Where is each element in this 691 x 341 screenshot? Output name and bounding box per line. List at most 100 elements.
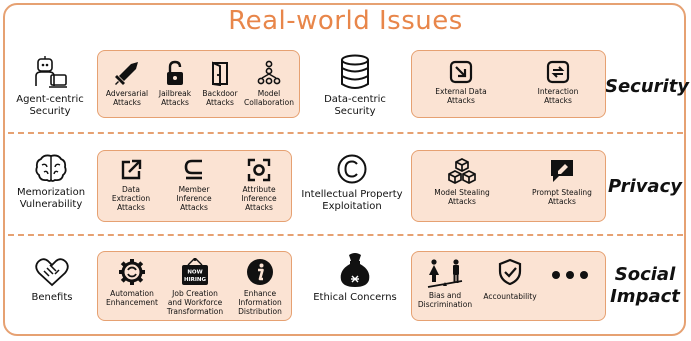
outer-frame xyxy=(3,3,686,336)
enhance-label-2: Information xyxy=(238,298,282,307)
ethical-concerns: Ethical Concerns xyxy=(312,252,398,304)
brain-icon xyxy=(34,153,68,183)
member-inference-attacks: Member Inference Attacks xyxy=(166,158,222,212)
door-icon xyxy=(207,60,233,86)
model-stealing-label-1: Model Stealing xyxy=(434,188,490,197)
social-panel-1: Automation Enhancement NOW HIRING Job Cr… xyxy=(97,251,292,321)
external-label-1: External Data xyxy=(435,87,487,96)
divider-security-privacy xyxy=(8,132,683,134)
ip-label-1: Intellectual Property xyxy=(301,189,403,200)
attribute-inference-attacks: Attribute Inference Attacks xyxy=(231,158,287,212)
prompt-stealing-attacks: Prompt Stealing Attacks xyxy=(522,157,602,206)
social-panel-2: Bias and Discrimination Accountability xyxy=(411,251,606,321)
member-label-3: Attacks xyxy=(180,203,208,212)
interaction-label-2: Attacks xyxy=(544,96,572,105)
attribute-label-3: Attacks xyxy=(245,203,273,212)
scale-people-icon xyxy=(425,258,465,288)
data-centric-label-1: Data-centric xyxy=(324,94,386,105)
extraction-label-2: Extraction xyxy=(111,194,151,203)
bag-icon xyxy=(338,252,372,288)
cubes-icon xyxy=(447,157,477,185)
sign-now-text: NOW xyxy=(187,270,202,276)
bias-label-1: Bias and xyxy=(428,291,462,300)
info-icon xyxy=(246,258,274,286)
exchange-icon xyxy=(546,60,570,84)
sign-hiring-text: HIRING xyxy=(184,277,207,283)
interaction-label-1: Interaction xyxy=(537,87,579,96)
model-stealing-attacks: Model Stealing Attacks xyxy=(422,157,502,206)
sword-icon xyxy=(114,60,140,86)
memorization-vulnerability: Memorization Vulnerability xyxy=(12,153,90,211)
prompt-stealing-label-2: Attacks xyxy=(548,197,576,206)
automation-label-2: Enhancement xyxy=(106,298,158,307)
enhance-label-3: Distribution xyxy=(238,307,282,316)
interaction-attacks: Interaction Attacks xyxy=(526,60,590,105)
row-label-social: Social xyxy=(614,264,676,285)
divider-privacy-social xyxy=(8,234,683,236)
collab-label-1: Model xyxy=(257,89,281,98)
ethical-label: Ethical Concerns xyxy=(313,292,397,303)
intellectual-property-exploitation: Intellectual Property Exploitation xyxy=(298,153,406,213)
network-icon xyxy=(256,60,282,86)
row-label-impact: Impact xyxy=(610,286,680,307)
edit-message-icon xyxy=(548,157,576,185)
external-data-attacks: External Data Attacks xyxy=(426,60,496,105)
backdoor-label-2: Attacks xyxy=(206,98,234,107)
handshake-heart-icon xyxy=(35,256,69,288)
job-label-1: Job Creation xyxy=(172,289,218,298)
bias-label-2: Discrimination xyxy=(417,300,473,309)
data-centric-label-2: Security xyxy=(334,106,376,117)
job-label-2: and Workforce xyxy=(167,298,223,307)
collab-label-2: Collaboration xyxy=(244,98,294,107)
database-icon xyxy=(339,54,371,90)
more-dots-icon xyxy=(550,270,590,280)
attribute-label-1: Attribute xyxy=(242,185,276,194)
gear-cycle-icon xyxy=(118,258,146,286)
extraction-label-3: Attacks xyxy=(117,203,145,212)
accountability: Accountability xyxy=(480,258,540,301)
prompt-stealing-label-1: Prompt Stealing xyxy=(532,188,592,197)
model-collaboration: Model Collaboration xyxy=(241,60,297,107)
row-label-security: Security xyxy=(605,76,690,97)
data-extraction-attacks: Data Extraction Attacks xyxy=(104,158,158,212)
copyright-icon xyxy=(336,153,368,185)
robot-agent-icon xyxy=(31,56,69,90)
external-label-2: Attacks xyxy=(447,96,475,105)
import-arrow-icon xyxy=(449,60,473,84)
enhance-information-distribution: Enhance Information Distribution xyxy=(230,258,290,316)
automation-label-1: Automation xyxy=(110,289,154,298)
now-hiring-sign-icon: NOW HIRING xyxy=(180,258,210,286)
job-label-3: Transformation xyxy=(166,307,224,316)
shield-check-icon xyxy=(497,258,523,286)
agent-centric-label-1: Agent-centric xyxy=(16,94,84,105)
attribute-label-2: Inference xyxy=(241,194,277,203)
benefits: Benefits xyxy=(20,256,84,304)
accountability-label: Accountability xyxy=(483,292,537,301)
unlock-icon xyxy=(162,60,188,86)
agent-centric-security: Agent-centric Security xyxy=(14,56,86,118)
adversarial-attacks: Adversarial Attacks xyxy=(104,60,150,107)
privacy-panel-2: Model Stealing Attacks Prompt Stealing A… xyxy=(411,150,606,222)
member-label-1: Member xyxy=(178,185,210,194)
backdoor-attacks: Backdoor Attacks xyxy=(198,60,242,107)
memorization-label-1: Memorization xyxy=(16,187,86,198)
automation-enhancement: Automation Enhancement xyxy=(102,258,162,307)
adversarial-label-2: Attacks xyxy=(113,98,141,107)
security-panel-1: Adversarial Attacks Jailbreak Attacks Ba… xyxy=(97,50,300,118)
jailbreak-attacks: Jailbreak Attacks xyxy=(153,60,197,107)
memorization-label-2: Vulnerability xyxy=(19,199,83,210)
more-items xyxy=(544,270,596,280)
subset-icon xyxy=(182,158,206,182)
job-creation: NOW HIRING Job Creation and Workforce Tr… xyxy=(162,258,228,316)
adversarial-label-1: Adversarial xyxy=(105,89,149,98)
jailbreak-label-2: Attacks xyxy=(161,98,189,107)
security-panel-2: External Data Attacks Interaction Attack… xyxy=(411,50,606,118)
data-centric-security: Data-centric Security xyxy=(316,54,394,118)
external-link-icon xyxy=(119,158,143,182)
ip-label-2: Exploitation xyxy=(322,201,382,212)
diagram-title: Real-world Issues xyxy=(228,6,463,36)
row-label-social-impact: Social Impact xyxy=(605,264,685,308)
row-label-privacy: Privacy xyxy=(608,176,682,197)
backdoor-label-1: Backdoor xyxy=(202,89,238,98)
jailbreak-label-1: Jailbreak xyxy=(158,89,192,98)
